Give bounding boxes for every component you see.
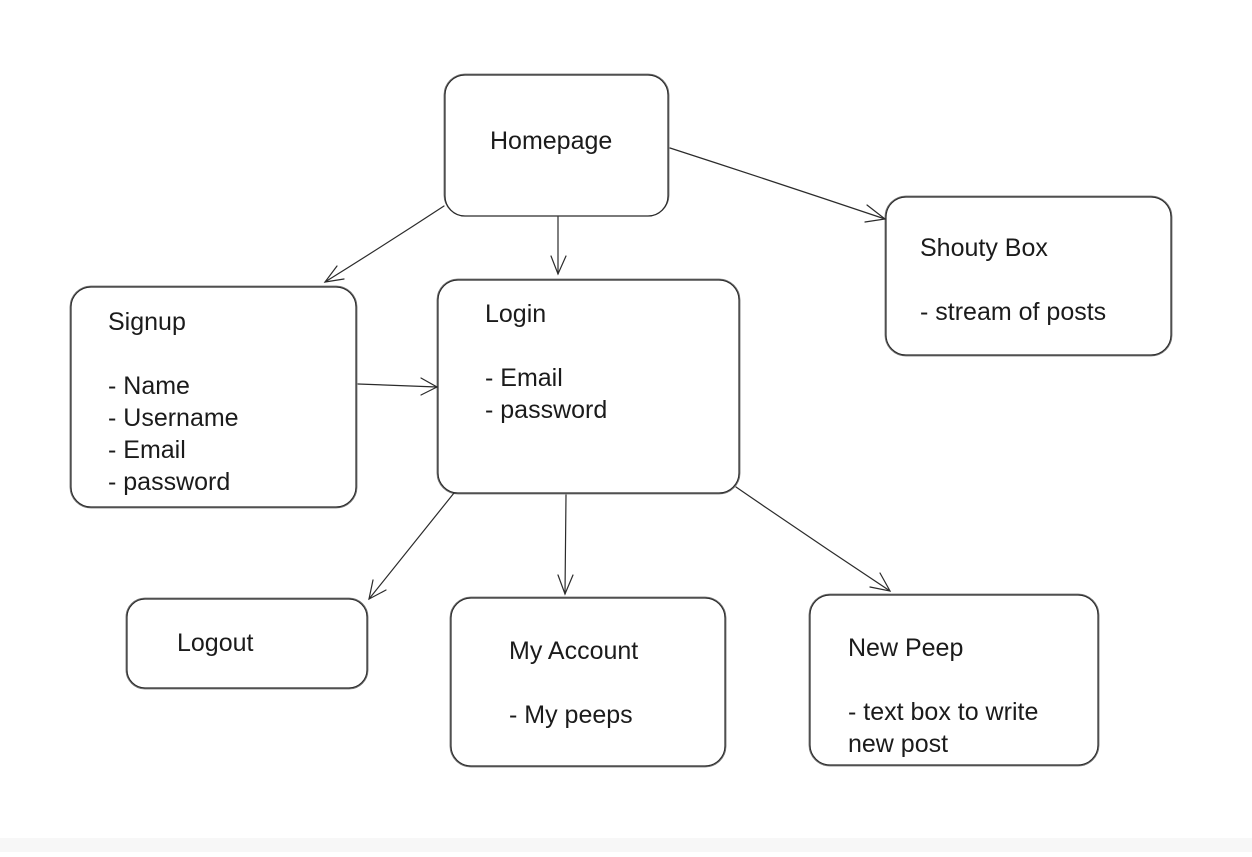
node-signup-title: Signup [108, 308, 186, 336]
node-signup-item: - Username [108, 404, 239, 432]
node-shouty-box[interactable]: Shouty Box - stream of posts [884, 195, 1173, 357]
node-signup-item: - Email [108, 436, 186, 464]
edge-signup-login [357, 377, 439, 396]
node-signup-item: - Name [108, 372, 190, 400]
node-my-account-item: - My peeps [509, 701, 633, 729]
node-login[interactable]: Login - Email - password [436, 278, 741, 495]
edges [323, 147, 892, 601]
node-signup-item: - password [108, 468, 230, 496]
node-shouty-box-item: - stream of posts [920, 298, 1106, 326]
node-my-account[interactable]: My Account - My peeps [449, 596, 727, 768]
node-login-item: - password [485, 396, 607, 424]
node-new-peep-title: New Peep [848, 634, 963, 662]
edge-homepage-signup [323, 205, 445, 283]
node-login-title: Login [485, 300, 546, 328]
node-login-item: - Email [485, 364, 563, 392]
node-homepage[interactable]: Homepage [443, 73, 670, 217]
node-logout-title: Logout [177, 629, 254, 657]
node-homepage-title: Homepage [490, 127, 612, 155]
node-logout[interactable]: Logout [125, 597, 369, 690]
edge-login-logout [368, 492, 455, 601]
edge-homepage-shoutybox [669, 147, 887, 223]
node-new-peep-item: - text box to write [848, 698, 1038, 726]
node-signup[interactable]: Signup - Name - Username - Email - passw… [69, 285, 358, 509]
edge-login-myaccount [557, 494, 574, 596]
node-shouty-box-title: Shouty Box [920, 234, 1048, 262]
node-new-peep-item: new post [848, 730, 948, 758]
edge-login-newpeep [735, 486, 892, 592]
node-new-peep[interactable]: New Peep - text box to write new post [808, 593, 1100, 767]
edge-homepage-login [550, 216, 567, 276]
node-my-account-title: My Account [509, 637, 638, 665]
canvas-bottom-strip [0, 838, 1252, 852]
